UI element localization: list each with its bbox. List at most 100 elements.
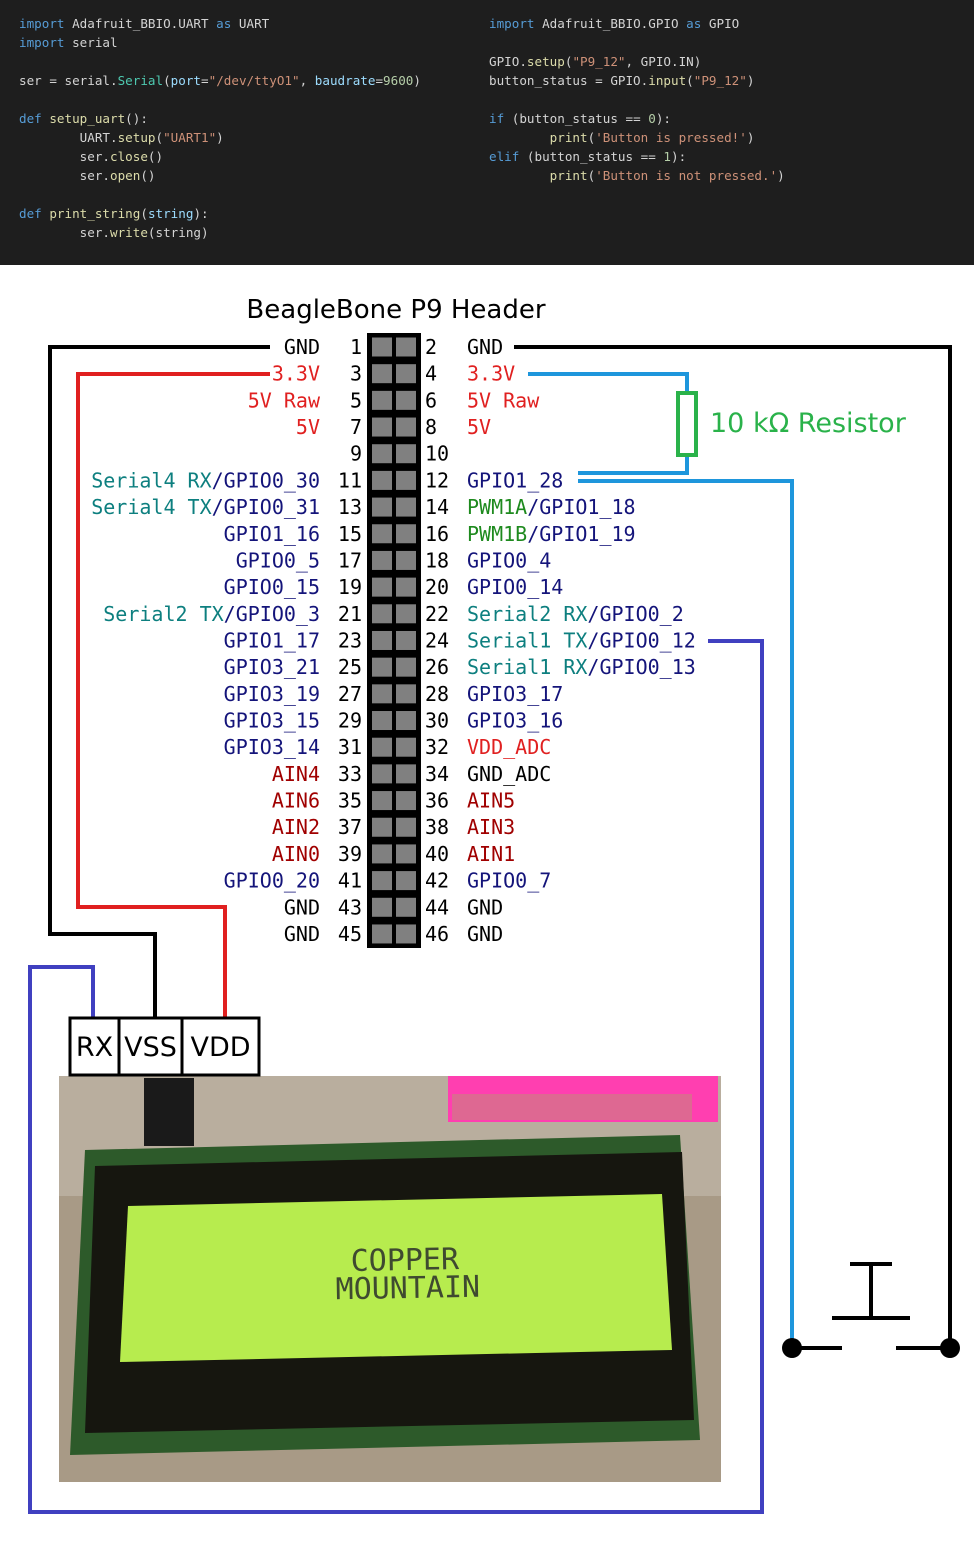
pin-number-right: 26 [425,655,449,679]
pin-number-left: 1 [350,335,362,359]
pin-label-segment: GPIO3_14 [224,735,320,759]
pin-label-segment: GPIO0_7 [467,869,551,893]
code-token: elif [489,149,520,164]
code-token: Adafruit_BBIO.GPIO [534,16,687,31]
header-pin [396,550,416,570]
code-token: ) [413,73,421,88]
pin-number-left: 41 [338,869,362,893]
header-pin [372,844,392,864]
header-pin [396,684,416,704]
code-line: def setup_uart(): [19,111,148,126]
code-token: ser. [19,225,110,240]
pin-label-segment: / [224,602,236,626]
header-pin [396,711,416,731]
pin-number-left: 29 [338,709,362,733]
pin-number-left: 3 [350,362,362,386]
pin-label-right: 5V Raw [467,388,540,412]
code-token: print [549,130,588,145]
pin-label-left: AIN2 [272,815,320,839]
pin-number-right: 34 [425,762,449,786]
pin-label-right: Serial2 RX/GPIO0_2 [467,602,684,626]
code-token: ser. [19,168,110,183]
pin-label-left: GPIO3_19 [224,682,320,706]
pin-label-right: GPIO1_28 [467,468,563,492]
code-token: button_status = GPIO. [489,73,649,88]
pin-label-segment: PWM1B [467,522,527,546]
header-pin [372,390,392,410]
pin-label-right: GND_ADC [467,762,551,786]
pin-label-segment: AIN4 [272,762,320,786]
lcd-pin-vss: VSS [124,1032,177,1063]
pin-number-left: 15 [338,522,362,546]
pin-label-right: GND [467,895,503,919]
header-pin [372,897,392,917]
resistor [676,391,698,457]
header-pin [372,577,392,597]
pin-label-segment: GPIO3_16 [467,709,563,733]
code-panel: import Adafruit_BBIO.UART as UART import… [0,0,974,265]
code-token: def [19,111,42,126]
code-token: = [201,73,209,88]
pin-number-right: 32 [425,735,449,759]
header-pin [396,630,416,650]
code-token: 'Button is pressed!' [595,130,747,145]
pin-number-right: 12 [425,468,449,492]
lcd-pin-boxes: RX VSS VDD [68,1016,261,1077]
header-pin [372,337,392,357]
header-pin [372,417,392,437]
pin-number-right: 40 [425,842,449,866]
code-token: ( [163,73,171,88]
uart-code-block: import Adafruit_BBIO.UART as UART import… [19,14,421,242]
code-token: if [489,111,505,126]
code-token: import [489,16,535,31]
header-pin [372,550,392,570]
code-line: ser.open() [19,168,156,183]
pin-label-segment: PWM1A [467,495,527,519]
header-pin [372,444,392,464]
pin-label-segment: 3.3V [272,362,320,386]
code-token: (string) [147,225,209,240]
pin-number-right: 18 [425,548,449,572]
lcd-line-1: COPPER [350,1242,460,1279]
pin-label-segment: GPIO1_28 [467,468,563,492]
pin-number-left: 5 [350,388,362,412]
code-line: ser.write(string) [19,225,209,240]
pin-label-segment: GPIO3_17 [467,682,563,706]
pin-label-right: GND [467,922,503,946]
pin-label-segment: GPIO1_18 [539,495,635,519]
code-token: setup_uart [49,111,126,126]
header-pin [372,470,392,490]
header-pin [396,604,416,624]
pin-label-right: Serial1 RX/GPIO0_13 [467,655,696,679]
pin-number-left: 37 [338,815,362,839]
wire-rx [28,639,764,1514]
code-line: ser.close() [19,149,163,164]
pin-label-segment: / [212,495,224,519]
header-pin [396,577,416,597]
pin-number-right: 20 [425,575,449,599]
code-token: setup [526,54,565,69]
code-token: baudrate [314,73,376,88]
code-token: (): [125,111,148,126]
code-token: ( [140,206,148,221]
code-token: 'Button is not pressed.' [595,168,778,183]
pin-number-left: 33 [338,762,362,786]
code-token: import [19,35,65,50]
pin-label-left: GPIO0_20 [224,869,320,893]
pin-label-left: GPIO1_17 [224,628,320,652]
code-token: as [686,16,702,31]
code-token: open [110,168,141,183]
pin-number-right: 44 [425,895,449,919]
code-token: close [110,149,148,164]
header-pin [396,470,416,490]
wire-gnd-right [514,345,952,1348]
code-token: , [299,73,315,88]
pin-number-left: 11 [338,468,362,492]
wire-resistor-gpio [578,455,689,475]
code-token: ): [193,206,209,221]
pin-label-segment: / [527,522,539,546]
pin-label-left: AIN4 [272,762,320,786]
code-token: string [147,206,194,221]
